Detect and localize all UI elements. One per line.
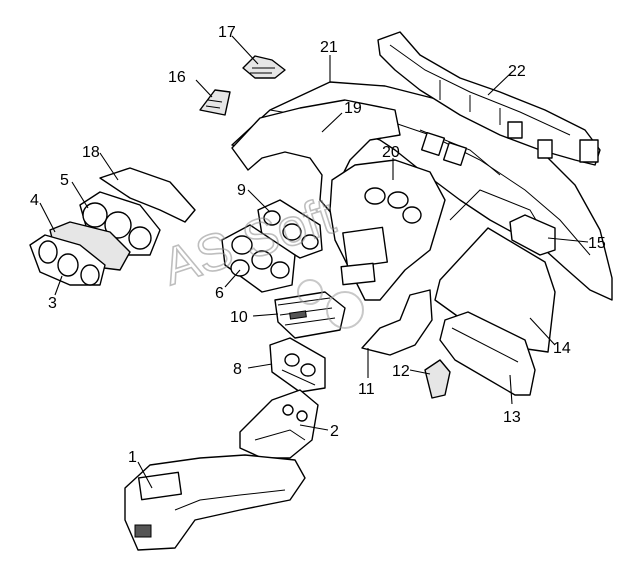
- callout-9: 9: [237, 182, 246, 199]
- callout-10: 10: [230, 309, 248, 326]
- callout-12: 12: [392, 363, 410, 380]
- callout-20: 20: [382, 144, 400, 161]
- callout-2: 2: [330, 423, 339, 440]
- callout-1: 1: [128, 449, 137, 466]
- callout-16: 16: [168, 69, 186, 86]
- callout-21: 21: [320, 39, 338, 56]
- part-14-glovebox-door: [434, 227, 556, 353]
- callout-6: 6: [215, 285, 224, 302]
- callout-17: 17: [218, 24, 236, 41]
- part-11-side-panel: [361, 289, 433, 356]
- part-1-center-console: [124, 454, 306, 551]
- callout-labels: 1 2 3 4 5 6 8 9 10 11 12 13 14 15 16 17 …: [30, 24, 606, 466]
- callout-8: 8: [233, 361, 242, 378]
- callout-3: 3: [48, 295, 57, 312]
- callout-11: 11: [358, 381, 375, 398]
- part-18-instrument-hood: [99, 167, 196, 223]
- callout-14: 14: [553, 340, 571, 357]
- part-6-switch-cluster: [221, 224, 296, 293]
- part-2-console-tray: [239, 389, 319, 459]
- part-16-side-vent: [199, 89, 231, 116]
- callout-4: 4: [30, 192, 39, 209]
- callout-22: 22: [508, 63, 526, 80]
- part-22-support-beam: [377, 31, 601, 166]
- part-8-climate-panel: [269, 337, 326, 393]
- callout-19: 19: [344, 100, 362, 117]
- callout-5: 5: [60, 172, 69, 189]
- part-20-center-bezel: [329, 159, 446, 301]
- part-17-vent: [242, 55, 286, 79]
- part-3-cluster-bezel: [29, 234, 106, 286]
- callout-18: 18: [82, 144, 100, 161]
- leader-lines: [39, 35, 589, 489]
- part-10-radio-unit: [274, 291, 346, 339]
- callout-15: 15: [588, 235, 606, 252]
- part-12-bracket: [424, 359, 451, 399]
- part-9-switch-cluster: [257, 199, 323, 259]
- callout-13: 13: [503, 409, 521, 426]
- part-15-lamp: [509, 214, 556, 256]
- part-13-lower-cover: [439, 311, 536, 396]
